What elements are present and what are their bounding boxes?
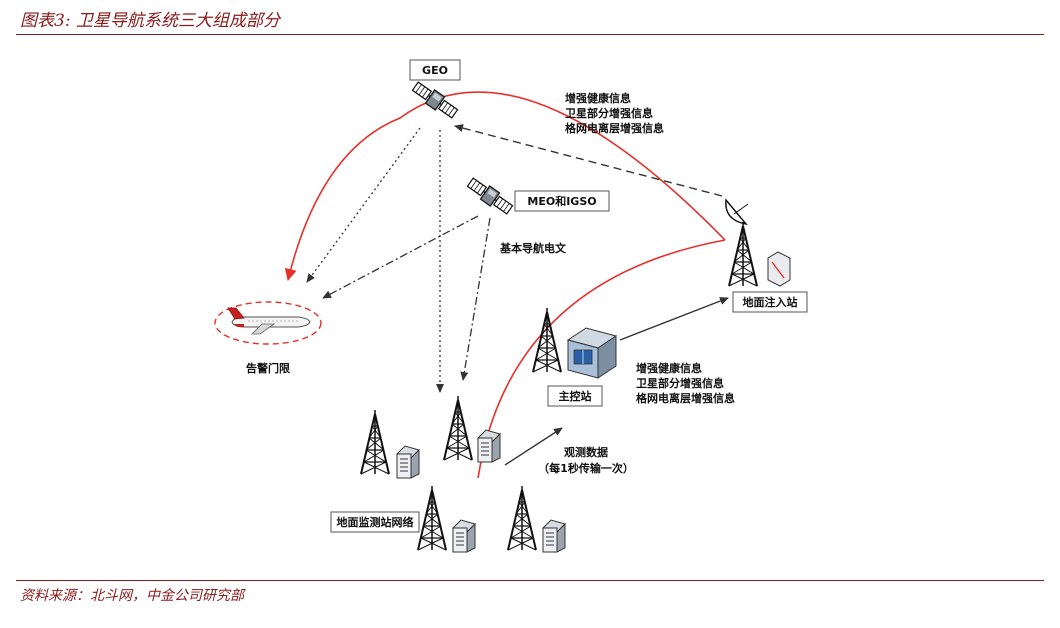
monitor-network-label: 地面监测站网络 (337, 515, 414, 529)
monitor-server-icon-3 (452, 519, 476, 553)
monitor-tower-icon-2 (443, 395, 473, 461)
dotted-geo-to-aircraft (306, 127, 421, 283)
meo-label: MEO和IGSO (527, 194, 596, 208)
aircraft-icon (227, 307, 311, 335)
alert-ellipse (214, 301, 322, 345)
red-arc-ground-to-uplink (477, 239, 726, 479)
uplink-info-line-2: 卫星部分增强信息 (565, 106, 653, 120)
bottom-rule (16, 580, 1044, 581)
master-station-label: 主控站 (559, 389, 592, 403)
meo-label-box (514, 190, 610, 212)
figure-source: 资料来源：北斗网，中金公司研究部 (20, 588, 244, 604)
meo-satellite-icon (465, 174, 515, 218)
figure-title: 图表3: 卫星导航系统三大组成部分 (20, 11, 280, 31)
geo-label: GEO (422, 64, 448, 77)
red-arc-geo-to-aircraft (284, 91, 726, 281)
monitor-server-icon-4 (542, 519, 566, 553)
upload-station-dish-icon (725, 198, 749, 226)
master-info-line-1: 增强健康信息 (636, 361, 702, 375)
upload-station-label-box (732, 291, 808, 313)
master-station-label-box (547, 385, 603, 407)
upload-station-tower-icon (728, 221, 758, 287)
monitor-tower-icon-3 (417, 485, 447, 551)
master-station-building-icon (566, 327, 618, 379)
monitor-network-label-box (330, 511, 420, 533)
master-info-line-3: 格网电离层增强信息 (636, 391, 735, 405)
monitor-tower-icon-4 (507, 485, 537, 551)
geo-label-box (409, 59, 461, 81)
upload-station-label: 地面注入站 (743, 295, 798, 309)
dashed-uplink-to-geo (454, 124, 723, 197)
dashdot-meo-to-aircraft (322, 215, 479, 299)
master-info-line-2: 卫星部分增强信息 (636, 376, 724, 390)
arrow-monitor-to-master (504, 427, 563, 466)
uplink-info-line-1: 增强健康信息 (565, 91, 631, 105)
arrow-master-to-upload (619, 297, 729, 341)
monitor-server-icon-1 (396, 445, 420, 479)
obs-data-label: 观测数据 (564, 445, 608, 459)
upload-station-equipment-icon (767, 251, 791, 287)
uplink-info-line-3: 格网电离层增强信息 (565, 121, 664, 135)
top-rule (16, 34, 1044, 35)
monitor-server-icon-2 (477, 429, 501, 463)
alert-threshold-label: 告警门限 (246, 361, 290, 375)
dashdot-meo-to-monitor (460, 217, 491, 381)
monitor-tower-icon-1 (360, 409, 390, 475)
nav-message-label: 基本导航电文 (499, 241, 567, 255)
obs-rate-label: （每1秒传输一次） (538, 461, 634, 475)
geo-satellite-icon (410, 78, 460, 122)
